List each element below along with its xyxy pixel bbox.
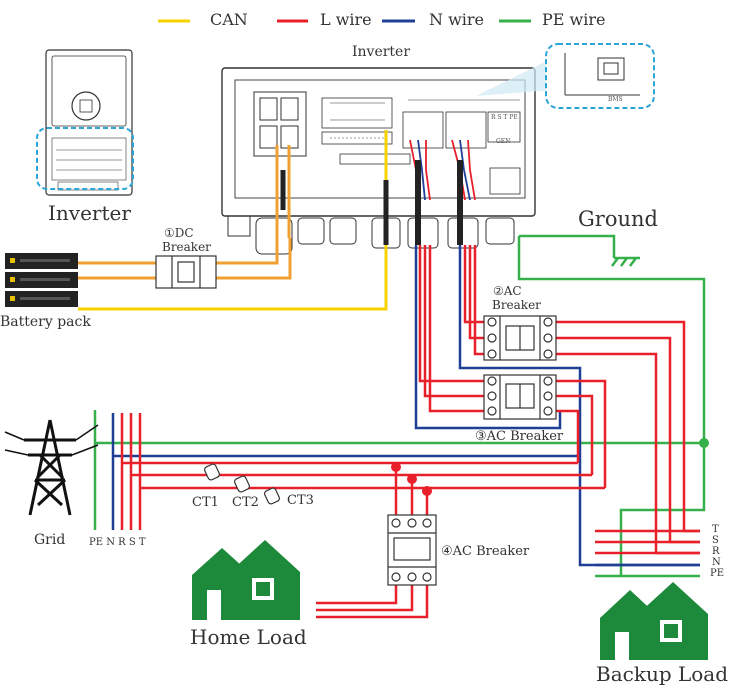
home-load-label: Home Load	[190, 625, 307, 649]
neutral-wires	[111, 245, 700, 567]
ac-breaker-4-label: ④AC Breaker	[441, 544, 530, 559]
battery-label: Battery pack	[0, 314, 91, 330]
ct-clamp-icon	[203, 463, 281, 505]
inverter-internal-wires	[280, 139, 476, 245]
dc-breaker-label: ①DC	[164, 226, 194, 240]
breaker-icon	[155, 255, 557, 586]
ac-breaker-2-label-b: Breaker	[492, 298, 541, 312]
inverter-icon	[36, 49, 134, 196]
grid-terminals-label: PE N R S T	[89, 537, 146, 548]
terminal-s: S	[712, 535, 719, 546]
legend-n-label: N wire	[429, 10, 485, 29]
ct2-label: CT2	[232, 495, 259, 510]
terminal-r: R	[712, 546, 720, 557]
grid-label: Grid	[34, 532, 66, 548]
terminal-n: N	[712, 557, 721, 568]
ac-breaker-3-label: ③AC Breaker	[475, 429, 564, 444]
battery-pack-icon	[5, 253, 78, 307]
inverter-top-label: Inverter	[352, 44, 411, 60]
terminal-pe: PE	[710, 568, 725, 579]
backup-load-label: Backup Load	[596, 662, 729, 686]
ground-label: Ground	[578, 207, 658, 231]
dc-wires	[78, 145, 292, 280]
bms-callout	[476, 43, 655, 109]
ground-icon	[611, 256, 640, 267]
dc-breaker-label-2: Breaker	[162, 240, 211, 254]
junction-dots	[391, 462, 432, 496]
pe-junction	[699, 438, 709, 448]
terminal-t: T	[712, 524, 719, 535]
ct3-label: CT3	[287, 493, 314, 508]
legend-pe-label: PE wire	[542, 10, 606, 29]
inverter-terminal-strip: R S T PE	[491, 114, 518, 121]
bms-label: BMS	[608, 96, 623, 103]
ac-breaker-2-label: ②AC	[493, 284, 522, 298]
legend-l-label: L wire	[320, 10, 372, 29]
backup-home-icon	[600, 582, 708, 660]
home-icon	[192, 540, 300, 620]
inverter-gen-label: GEN	[496, 138, 511, 145]
inverter-left-label: Inverter	[48, 201, 131, 225]
live-wires	[120, 245, 700, 619]
legend-can-label: CAN	[210, 10, 248, 29]
grid-tower-icon	[4, 419, 99, 516]
ct1-label: CT1	[192, 495, 219, 510]
main-inverter	[221, 67, 536, 255]
